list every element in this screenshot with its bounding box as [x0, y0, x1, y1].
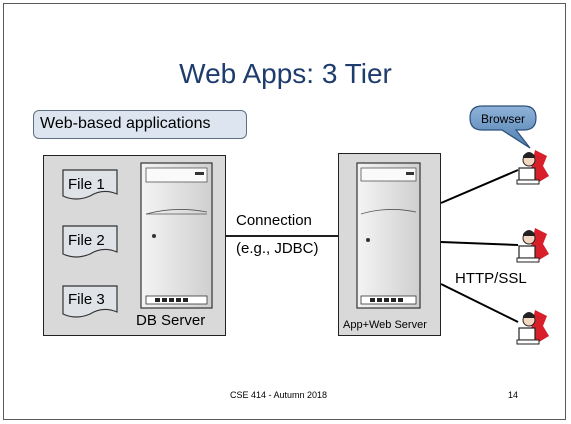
web-apps-tag: Web-based applications	[33, 110, 247, 139]
file-3-icon	[62, 285, 118, 318]
slide-border	[3, 3, 566, 420]
user-computer-icon	[516, 150, 549, 185]
file-1-icon	[62, 169, 118, 200]
client-link-top	[440, 169, 519, 204]
client-link-bottom	[440, 283, 519, 323]
protocol-label: HTTP/SSL	[455, 270, 527, 287]
user-computer-icon	[516, 228, 549, 263]
app-server-icon	[356, 162, 421, 309]
user-computer-icon	[516, 310, 549, 345]
file-2-icon	[62, 225, 118, 258]
slide-footer: CSE 414 - Autumn 2018	[230, 390, 328, 400]
client-link-middle	[440, 241, 519, 246]
file-3-label: File 3	[68, 291, 105, 308]
db-server-icon	[140, 162, 213, 309]
db-server-label: DB Server	[136, 312, 206, 329]
page-number: 14	[508, 390, 519, 400]
file-1-label: File 1	[68, 176, 105, 193]
connection-example-label: (e.g., JDBC)	[236, 240, 319, 257]
app-server-label: App+Web Server	[343, 319, 427, 331]
file-2-label: File 2	[68, 232, 105, 249]
slide-title: Web Apps: 3 Tier	[179, 58, 392, 89]
browser-label: Browser	[481, 112, 525, 126]
browser-callout	[469, 105, 537, 149]
connection-label: Connection	[236, 212, 312, 229]
